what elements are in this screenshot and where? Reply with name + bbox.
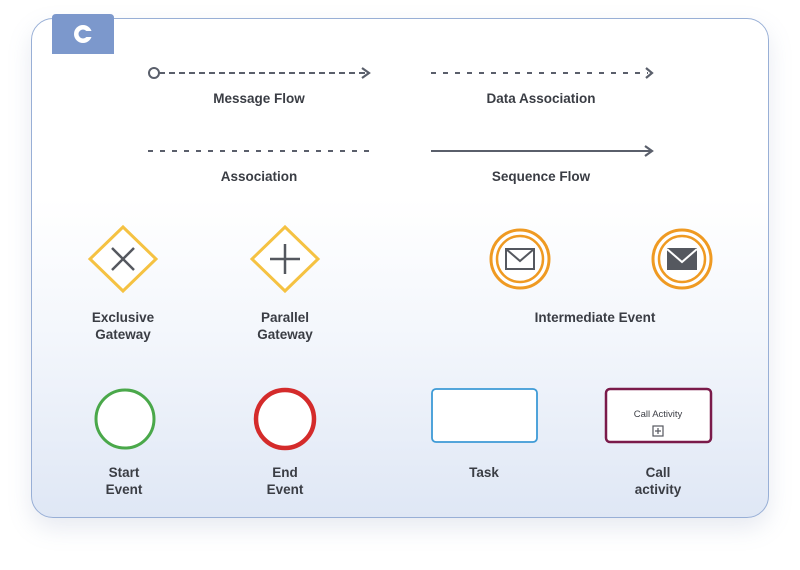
start-event-label: Start Event bbox=[106, 464, 143, 498]
call-activity-shape bbox=[604, 387, 713, 444]
sequence-flow-icon bbox=[431, 145, 654, 157]
task-label: Task bbox=[469, 465, 499, 480]
end-event-icon bbox=[253, 387, 317, 451]
parallel-gateway-label-line1: Parallel bbox=[260, 310, 310, 325]
data-association-icon bbox=[431, 67, 654, 79]
parallel-gateway-icon bbox=[249, 224, 321, 294]
intermediate-event-catch-icon bbox=[489, 228, 551, 290]
parallel-gateway-label-line2: Gateway bbox=[257, 327, 313, 342]
message-flow-icon bbox=[148, 67, 371, 79]
association-label: Association bbox=[220, 169, 298, 184]
start-event-label-line2: Event bbox=[105, 482, 143, 497]
exclusive-gateway-label: Exclusive Gateway bbox=[92, 309, 154, 343]
intermediate-event-throw-icon bbox=[651, 228, 713, 290]
parallel-gateway-label: Parallel Gateway bbox=[257, 309, 313, 343]
end-event-label: End Event bbox=[267, 464, 304, 498]
end-event-label-line1: End bbox=[272, 465, 298, 480]
intermediate-event-label: Intermediate Event bbox=[534, 310, 656, 325]
brand-tab-icon bbox=[52, 14, 114, 54]
end-event-label-line2: Event bbox=[266, 482, 304, 497]
exclusive-gateway-label-line1: Exclusive bbox=[91, 310, 155, 325]
task-shape bbox=[431, 388, 538, 443]
call-activity-label-line2: activity bbox=[634, 482, 682, 497]
start-event-label-line1: Start bbox=[108, 465, 140, 480]
data-association-label: Data Association bbox=[486, 91, 596, 106]
call-activity-label: Call activity bbox=[635, 464, 682, 498]
call-activity-label-line1: Call bbox=[645, 465, 671, 480]
exclusive-gateway-icon bbox=[87, 224, 159, 294]
start-event-icon bbox=[94, 388, 156, 450]
exclusive-gateway-label-line2: Gateway bbox=[95, 327, 151, 342]
call-activity-box-text: Call Activity bbox=[633, 409, 683, 420]
sequence-flow-label: Sequence Flow bbox=[491, 169, 591, 184]
message-flow-label: Message Flow bbox=[213, 91, 305, 106]
